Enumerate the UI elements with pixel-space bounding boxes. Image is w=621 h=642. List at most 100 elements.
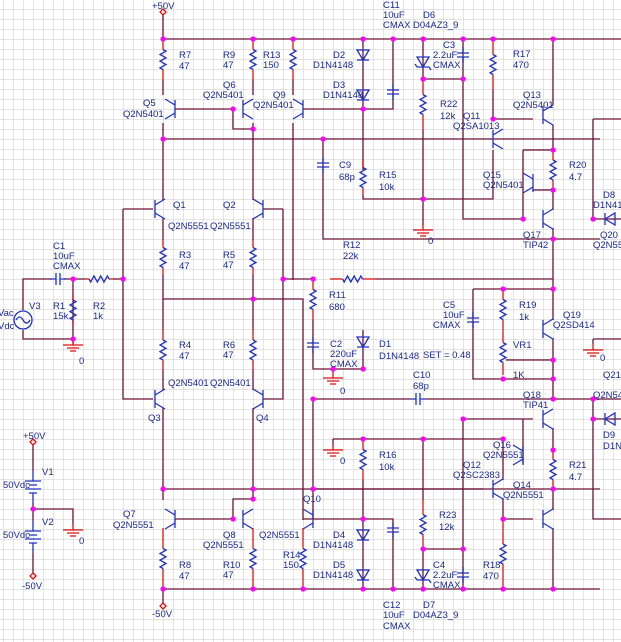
r1-resistor xyxy=(68,299,78,321)
junction-dot xyxy=(250,586,256,592)
junction-dot xyxy=(360,36,366,42)
q4-transistor xyxy=(252,388,264,410)
q16-model: Q2N5551 xyxy=(483,450,524,461)
c12-ref: C12 xyxy=(383,600,400,611)
junction-dot xyxy=(500,586,506,592)
q10-model: Q2N5551 xyxy=(259,530,300,541)
q19-model: Q2SD414 xyxy=(553,320,595,331)
ground-label: 0 xyxy=(79,536,84,547)
r4-resistor xyxy=(158,339,168,361)
q5-transistor xyxy=(164,98,176,120)
r23-resistor xyxy=(418,513,428,536)
r17-ref: R17 xyxy=(513,49,530,60)
vr1-set: SET = 0.48 xyxy=(423,350,471,361)
wire xyxy=(122,209,153,400)
r9-resistor xyxy=(248,48,258,71)
r21-ref: R21 xyxy=(569,460,586,471)
r21-resistor xyxy=(548,458,558,481)
q1-transistor xyxy=(154,198,166,220)
r11-ref: R11 xyxy=(329,290,346,301)
r1-ref: R1 xyxy=(53,301,65,312)
q2-transistor xyxy=(252,198,264,220)
power-node-icon xyxy=(29,572,37,580)
q18-ref: Q18 xyxy=(523,390,541,401)
junction-dot xyxy=(500,436,506,442)
c9-ref: C9 xyxy=(339,160,351,171)
c4-ref: C4 xyxy=(433,560,445,571)
r15-ref: R15 xyxy=(379,170,396,181)
junction-dot xyxy=(550,357,556,363)
q14-ref: Q14 xyxy=(513,480,531,491)
c12-capacitor xyxy=(387,522,399,538)
q18-model: TIP41 xyxy=(523,400,548,411)
c3-model: CMAX xyxy=(433,60,461,71)
c2-capacitor xyxy=(307,337,319,353)
wire xyxy=(363,39,394,110)
q20-model: Q2N55 xyxy=(593,240,621,251)
c10-ref: C10 xyxy=(413,370,430,381)
c4-value: 2.2uF xyxy=(433,570,457,581)
v1-value: 50Vdc xyxy=(3,480,30,491)
r1-value: 15k xyxy=(53,311,69,322)
q7-model: Q2N5551 xyxy=(113,520,154,531)
wires xyxy=(22,14,621,604)
junction-dot xyxy=(390,586,396,592)
wire xyxy=(162,275,304,520)
junction-dot xyxy=(160,136,166,142)
v2-value: 50Vdc xyxy=(3,530,30,541)
r22-ref: R22 xyxy=(440,99,457,110)
junction-dot xyxy=(280,276,286,282)
q14-model: Q2N5551 xyxy=(503,490,544,501)
r16-resistor xyxy=(358,448,368,471)
v3-ac: Vac xyxy=(0,308,14,319)
q15-transistor xyxy=(522,172,534,194)
c2-value: 220uF xyxy=(330,349,357,360)
q16-transistor xyxy=(512,444,524,466)
c9-value: 68p xyxy=(339,172,355,183)
junction-dot xyxy=(420,546,426,552)
q3-model: Q2N5401 xyxy=(168,378,209,389)
vr1-ref: VR1 xyxy=(513,340,531,351)
c1-model: CMAX xyxy=(53,261,81,272)
r16-ref: R16 xyxy=(379,450,396,461)
r9-value: 47 xyxy=(223,60,234,71)
d8-model: D1N41 xyxy=(593,200,621,211)
ground-icon xyxy=(583,344,603,357)
junction-dot xyxy=(550,36,556,42)
v1-ref: V1 xyxy=(42,467,54,478)
d2-model: D1N4148 xyxy=(313,60,353,71)
r16-value: 10k xyxy=(379,462,395,473)
q13-model: Q2N5401 xyxy=(513,100,554,111)
r7-ref: R7 xyxy=(179,50,191,61)
c5-capacitor xyxy=(467,312,479,328)
r3-resistor xyxy=(158,246,168,269)
junction-dot xyxy=(420,36,426,42)
wire xyxy=(175,498,253,520)
junction-dot xyxy=(70,276,76,282)
q6-ref: Q6 xyxy=(223,80,236,91)
rail-label: -50V xyxy=(22,581,43,592)
junction-dot xyxy=(360,106,366,112)
junction-dot xyxy=(250,36,256,42)
junction-dot xyxy=(490,116,496,122)
q13-transistor xyxy=(542,104,554,126)
r5-resistor xyxy=(248,246,258,269)
r3-value: 47 xyxy=(179,261,190,272)
q21-model: Q2N54 xyxy=(593,390,621,401)
q4-ref: Q4 xyxy=(256,413,269,424)
q3-ref: Q3 xyxy=(148,413,161,424)
r10-value: 47 xyxy=(223,570,234,581)
r12-resistor xyxy=(341,274,364,284)
junction-dot xyxy=(120,276,126,282)
d6-ref: D6 xyxy=(423,10,435,21)
junction-dot xyxy=(590,216,596,222)
power-node-icon xyxy=(29,438,37,446)
q19-ref: Q19 xyxy=(563,310,581,321)
c10-value: 68p xyxy=(413,381,429,392)
junction-dot xyxy=(310,276,316,282)
junction-dot xyxy=(500,376,506,382)
d6-zener-diode xyxy=(414,56,432,71)
junction-dot xyxy=(550,586,556,592)
q10-ref: Q10 xyxy=(303,494,321,505)
